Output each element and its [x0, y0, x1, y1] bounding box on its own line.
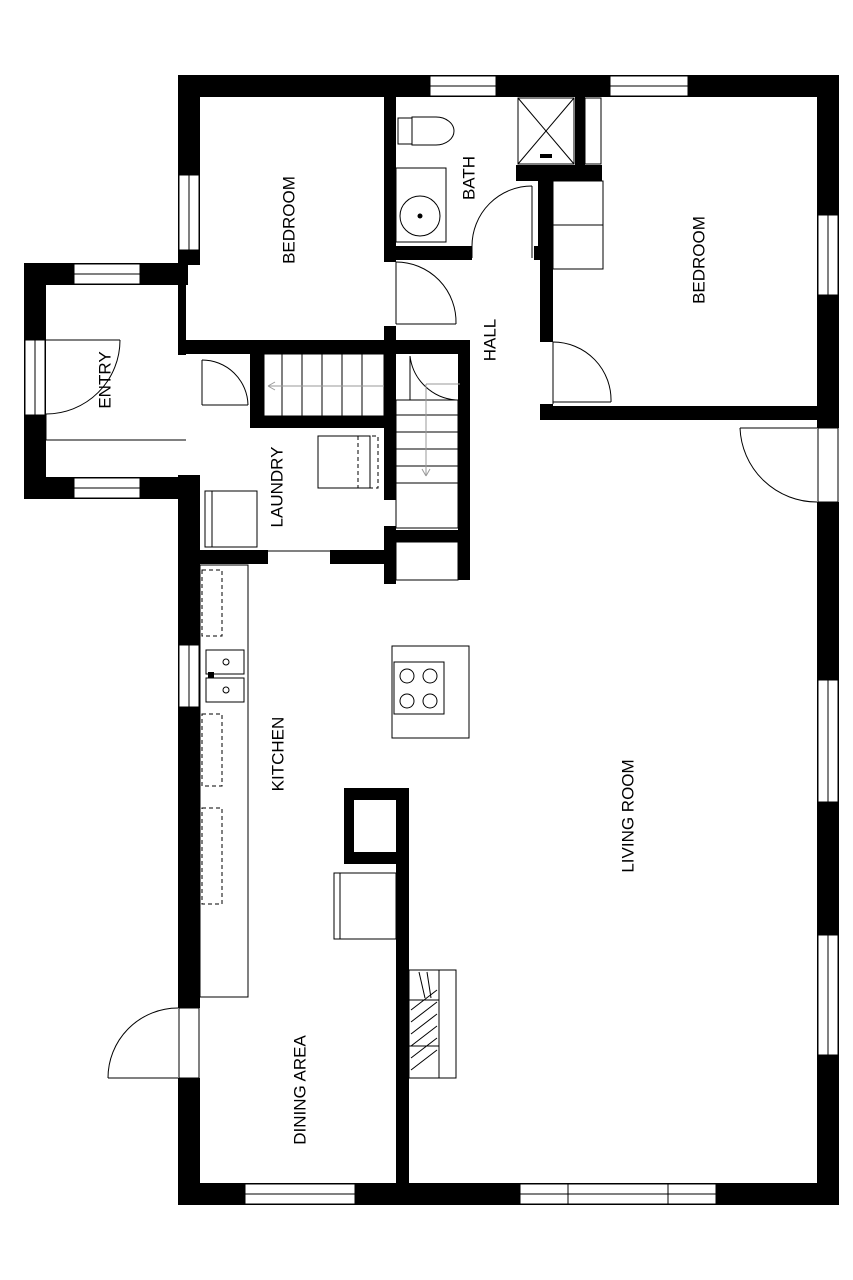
doors — [45, 185, 839, 1079]
label-bath: BATH — [459, 156, 478, 200]
stair-closet — [395, 541, 459, 581]
wall-laundry-bottom-left — [186, 550, 268, 564]
wall-shower-side — [575, 97, 585, 181]
wall-laundry-bottom-right — [330, 550, 396, 564]
wall-left-mid — [178, 265, 186, 355]
window-icon — [817, 214, 839, 296]
wall-stair-center — [384, 340, 396, 500]
shower-icon — [517, 97, 575, 165]
label-dining-area: DINING AREA — [290, 1035, 309, 1145]
wall-dining-partition — [396, 788, 409, 1195]
wall-stair-top — [250, 340, 470, 354]
washer — [317, 435, 379, 489]
window-icon — [817, 934, 839, 1056]
label-bedroom-2: BEDROOM — [689, 216, 708, 304]
wall-stair-mid-h — [250, 416, 390, 428]
dryer — [204, 490, 258, 548]
toilet-icon — [397, 116, 455, 146]
fixtures — [199, 97, 604, 1079]
window-icon — [429, 75, 497, 97]
wall-top — [178, 75, 839, 97]
window-icon — [24, 339, 46, 416]
window-icon — [817, 679, 839, 803]
sink-icon — [205, 649, 245, 703]
window-icon — [244, 1183, 356, 1205]
laundry-opening — [268, 550, 330, 564]
windows — [24, 75, 839, 1205]
window-icon — [178, 644, 200, 708]
window-icon — [73, 477, 141, 499]
window-icon — [178, 174, 200, 251]
wall-stair-lower-h — [384, 530, 470, 542]
wall-right — [817, 75, 839, 1205]
window-icon — [73, 263, 141, 285]
sink-icon — [395, 167, 447, 243]
kitchen-counter — [199, 564, 249, 998]
wall-left-lower — [178, 475, 200, 1205]
door-swing-icon — [107, 1007, 200, 1079]
stair-arrow-icon — [267, 381, 384, 391]
door-swing-icon — [471, 185, 534, 260]
door-swing-icon — [384, 261, 457, 326]
door-swing-icon — [201, 359, 249, 406]
stairs-upper — [263, 353, 385, 417]
window-icon — [584, 97, 602, 165]
wall-partition-foot — [344, 852, 404, 864]
wall-partition-leg — [344, 788, 354, 864]
door-swing-icon — [540, 341, 612, 404]
room-labels: BEDROOM BATH BEDROOM ENTRY HALL LAUNDRY … — [95, 156, 708, 1145]
fireplace — [408, 969, 457, 1079]
label-bedroom-1: BEDROOM — [279, 176, 298, 264]
label-kitchen: KITCHEN — [268, 717, 287, 792]
window-icon — [519, 1183, 717, 1205]
label-living-room: LIVING ROOM — [618, 759, 637, 872]
stairs-lower — [395, 399, 459, 529]
wall-partition-cap — [344, 788, 404, 800]
door-swing-icon — [45, 339, 121, 440]
refrigerator — [333, 872, 397, 940]
wall-shower-bottom — [516, 165, 602, 181]
stair-arrow-icon — [421, 383, 460, 477]
stair-closet-opening — [384, 500, 396, 526]
wall-stair-right — [458, 340, 470, 580]
label-entry: ENTRY — [95, 351, 114, 408]
wall-stair-left — [250, 340, 264, 420]
stove-burner-icon — [393, 661, 445, 715]
door-swing-icon — [739, 427, 839, 503]
label-laundry: LAUNDRY — [267, 447, 286, 528]
label-hall: HALL — [480, 319, 499, 362]
kitchen-island — [391, 645, 470, 739]
window-icon — [609, 75, 689, 97]
wall-bedroom2-bottom — [540, 406, 830, 420]
entry-door-opening — [178, 355, 200, 475]
